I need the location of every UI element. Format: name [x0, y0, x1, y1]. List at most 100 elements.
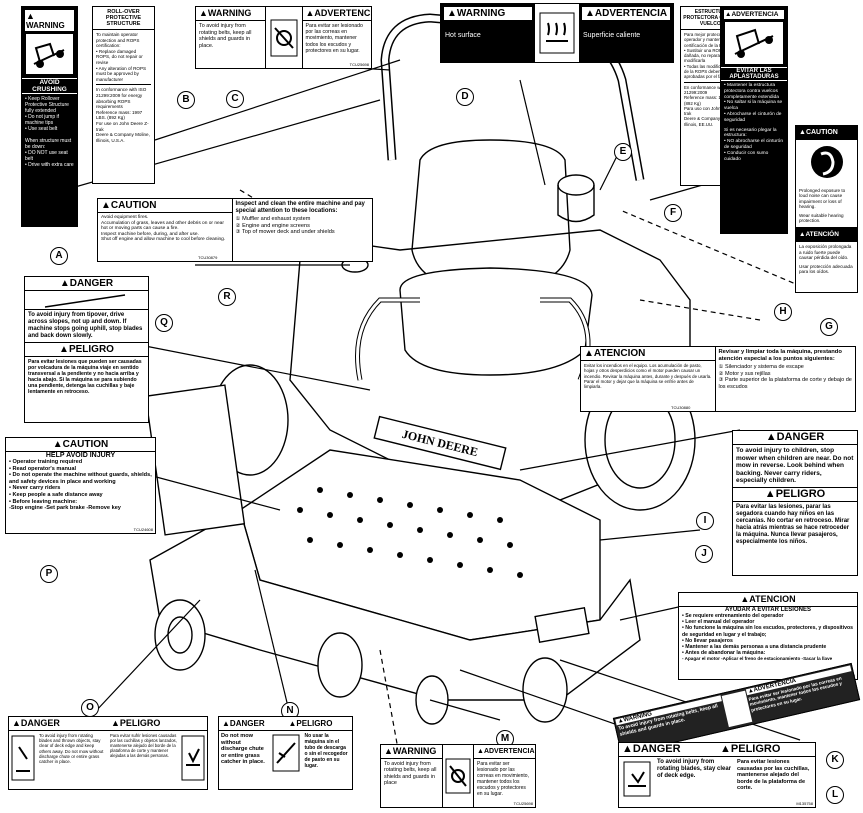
decal-P-line: • Do not operate the machine without gua…: [9, 472, 152, 485]
decal-H-item: ② Motor y sus rejillas: [718, 370, 771, 377]
warning-triangle-icon: ▲: [59, 344, 69, 355]
warning-triangle-icon: ▲: [799, 129, 806, 136]
decal-L-text-en: To avoid injury from rotating blades, st…: [657, 759, 732, 779]
decal-M-header-en: ▲WARNING: [381, 745, 442, 759]
decal-P-line: • Never carry riders: [9, 485, 61, 492]
warning-triangle-icon: ▲: [584, 348, 594, 359]
decal-A-line: • Use seat belt: [25, 126, 58, 132]
decal-M-header-es: ▲ADVERTENCIA: [474, 745, 535, 759]
decal-L-header-es: ▲PELIGRO: [720, 743, 781, 755]
decal-I-children-danger: ▲DANGER To avoid injury to children, sto…: [732, 430, 858, 576]
decal-A-line: When structure must be down:: [25, 138, 72, 150]
callout-I: I: [696, 512, 714, 530]
decal-J-title: AYUDAR A EVITAR LESIONES: [725, 607, 811, 613]
hot-surface-pictogram: [535, 4, 579, 62]
decal-P-code: TCU24608: [133, 527, 153, 532]
callout-J: J: [695, 545, 713, 563]
decal-J-line: - Apagar el motor -Aplicar el freno de e…: [682, 656, 833, 662]
decal-J-line: • No funcione la máquina sin los escudos…: [682, 625, 854, 638]
decal-Q-text-es: Para evitar lesiones que pueden ser caus…: [28, 359, 142, 395]
decal-G-text-es: La exposición prolongada a ruido fuerte …: [799, 244, 852, 261]
decal-G-text-en: Prolonged exposure to loud noise can cau…: [799, 188, 846, 210]
decal-F-line: • No saltar si la máquina se vuelca: [724, 100, 783, 112]
decal-B-title: ROLL-OVER PROTECTIVE STRUCTURE: [93, 7, 154, 30]
decal-G-text-es2: Usar protección adecuada para los oídos.: [799, 263, 853, 275]
decal-M-text-es: Para evitar ser lesionado por las correa…: [477, 761, 529, 797]
decal-Q-header-es: ▲PELIGRO: [25, 342, 148, 357]
decal-A-title: AVOID CRUSHING: [22, 78, 77, 94]
warning-triangle-icon: ▲: [622, 743, 633, 755]
warning-triangle-icon: ▲: [305, 8, 315, 18]
decal-C-header-es: ▲ADVERTENCIA: [302, 7, 371, 21]
decal-E-line: Deere & Company Moline, Illinois, EE.UU.: [684, 116, 736, 127]
decal-C-belt-warning: ▲WARNING To avoid injury from rotating b…: [195, 6, 372, 69]
decal-P-title: HELP AVOID INJURY: [45, 452, 116, 459]
callout-H: H: [774, 303, 792, 321]
decal-J-line: • Se requiere entrenamiento del operador: [682, 613, 784, 619]
decal-R-text: Inspect machine before, during, and afte…: [101, 231, 199, 237]
decal-H-title: Revisar y limpiar toda la máquina, prest…: [718, 349, 842, 362]
blade-hand-pictogram: [179, 731, 207, 785]
discharge-chute-pictogram: [269, 731, 303, 775]
caster-wheel-left: [154, 599, 206, 671]
decal-R-text: Shut off engine and allow machine to coo…: [101, 237, 226, 243]
decal-R-text: Accumulation of grass, leaves and other …: [101, 220, 224, 232]
warning-triangle-icon: ▲: [740, 594, 750, 604]
decal-J-line: • Antes de abandonar la máquina:: [682, 650, 766, 657]
warning-triangle-icon: ▲: [764, 487, 776, 500]
warning-triangle-icon: ▲: [477, 748, 484, 755]
caster-wheel-center: [317, 632, 363, 698]
callout-E: E: [614, 143, 632, 161]
callout-C: C: [226, 90, 244, 108]
decal-P-caution-help: ▲CAUTION HELP AVOID INJURY • Operator tr…: [5, 437, 156, 534]
decal-F-title: EVITAR LAS APLASTADURAS: [721, 67, 787, 81]
warning-triangle-icon: ▲: [222, 719, 230, 728]
caster-wheel-right: [522, 657, 568, 723]
decal-N-text-en: Do not mow without discharge chute or en…: [221, 733, 265, 765]
mower-deck: [149, 508, 641, 701]
decal-E-title: ESTRUCTURA PROTECTORA CONTRA VUELCOS: [681, 7, 743, 30]
decal-P-line: • Read operator's manual: [9, 465, 77, 472]
decal-P-line: -Stop engine -Set park brake -Remove key: [9, 505, 121, 512]
decal-O-header-es: ▲PELIGRO: [111, 718, 161, 728]
decal-F-advertencia-rops: ▲ADVERTENCIA EVITAR LAS APLASTADURAS • M…: [720, 6, 788, 234]
decal-H-header: ▲ATENCION: [581, 347, 715, 361]
decal-N-chute-danger: ▲DANGER ▲PELIGRO Do not mow without disc…: [218, 716, 353, 790]
decal-H-text: Evitar los incendios en el equipo. Los a…: [584, 363, 712, 390]
decal-A-line: • Do not jump if machine tips: [25, 114, 59, 126]
rollover-pictogram: [725, 22, 783, 64]
decal-J-header: ▲ATENCION: [679, 593, 857, 607]
decal-B-line: • Any alteration of ROPS must be approve…: [96, 65, 147, 82]
decal-R-fire-caution: ▲CAUTION Avoid equipment fires. Accumula…: [97, 198, 373, 262]
hearing-protection-pictogram: [796, 140, 857, 186]
decal-Q-header-en: ▲DANGER: [25, 277, 148, 291]
decal-R-code: TCU30879: [198, 255, 218, 260]
decal-G-header-en: ▲CAUTION: [796, 126, 857, 140]
decal-D-header-en: ▲WARNING: [444, 7, 532, 21]
decal-I-header-es: ▲PELIGRO: [733, 486, 857, 502]
decal-I-text-es: Para evitar las lesiones, parar las sega…: [736, 503, 850, 545]
warning-triangle-icon: ▲: [799, 231, 806, 239]
decal-D-text-es: Superficie caliente: [583, 32, 641, 39]
brand-plate: [373, 415, 507, 471]
decal-M-text-en: To avoid injury from rotating belts, kee…: [384, 761, 437, 787]
warning-triangle-icon: ▲: [720, 743, 731, 755]
decal-E-line: Para uso con John Deere Z-trak: [684, 105, 740, 117]
decal-J-line: • Leer el manual del operador: [682, 619, 755, 626]
belt-entanglement-pictogram: [264, 7, 303, 68]
decal-G-text-en2: Wear suitable hearing protection.: [799, 212, 844, 224]
decal-P-line: • Before leaving machine:: [9, 498, 78, 505]
warning-triangle-icon: ▲: [59, 278, 70, 289]
decal-O-text-es: Para evitar sufrir lesiones causadas por…: [110, 733, 177, 758]
warning-triangle-icon: ▲: [52, 439, 63, 450]
decal-B-line: • Replace damaged ROPS, do not repair or…: [96, 48, 143, 65]
decal-M-belt-warning: ▲WARNING To avoid injury from rotating b…: [380, 744, 536, 808]
decal-R-item: ② Engine and engine screens: [235, 222, 310, 229]
thrown-object-pictogram: [9, 731, 37, 785]
decal-F-line: • Conducir con sumo cuidado: [724, 150, 769, 162]
callout-G: G: [820, 318, 838, 336]
fuel-cap-right: [557, 174, 595, 196]
footplate-grip-dots: [297, 487, 523, 578]
decal-P-header: ▲CAUTION: [6, 438, 155, 452]
decal-M-code: TCU25698: [513, 801, 533, 806]
